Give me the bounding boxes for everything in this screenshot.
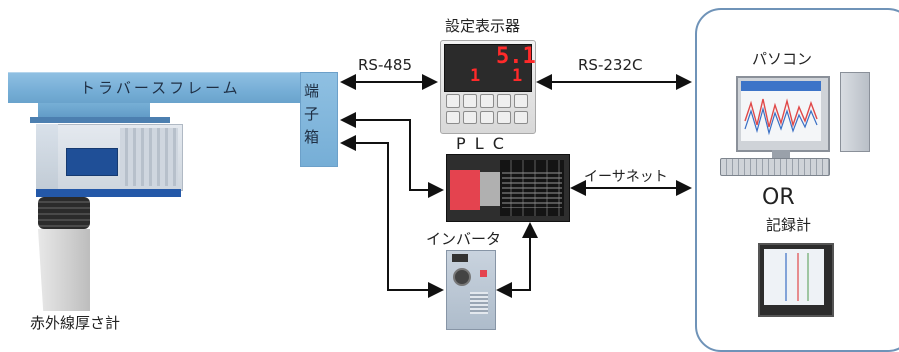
inverter-unit bbox=[446, 250, 496, 330]
inverter-display bbox=[452, 254, 468, 262]
connection-lines bbox=[340, 74, 692, 298]
frame-mount-band bbox=[30, 117, 170, 123]
rs232c-label: RS-232C bbox=[578, 56, 643, 74]
key bbox=[514, 110, 528, 124]
trend-line-red bbox=[744, 98, 818, 128]
key bbox=[463, 94, 477, 108]
terminal-box-label-3: 箱 bbox=[304, 128, 320, 146]
terminal-box-label-2: 子 bbox=[304, 105, 320, 123]
recorder-label: 記録計 bbox=[766, 216, 812, 234]
rs485-label: RS-485 bbox=[358, 56, 412, 74]
gauge-base-strip bbox=[36, 189, 181, 197]
pc-trend-graph bbox=[741, 81, 821, 136]
window-titlebar bbox=[741, 81, 821, 91]
inverter-indicator bbox=[480, 270, 487, 277]
gauge-label: 赤外線厚さ計 bbox=[30, 314, 121, 332]
terminal-to-inverter-connection bbox=[340, 135, 444, 298]
display-upper-value: 5.1 bbox=[496, 44, 536, 69]
traverse-frame-label: トラバースフレーム bbox=[80, 79, 241, 97]
trend-line-blue bbox=[744, 106, 818, 136]
frame-bracket bbox=[38, 100, 150, 120]
measured-sheet bbox=[38, 229, 90, 311]
pc-tower bbox=[840, 72, 870, 152]
plc-power-module bbox=[450, 170, 480, 210]
terminal-box bbox=[300, 72, 338, 167]
plc-terminals bbox=[502, 172, 562, 208]
inverter-knob bbox=[453, 268, 471, 286]
plc-cpu-module bbox=[480, 172, 500, 206]
key bbox=[497, 94, 511, 108]
gauge-housing-side bbox=[36, 124, 58, 189]
key bbox=[480, 94, 494, 108]
recorder-trend-graph bbox=[785, 253, 809, 301]
recorder-screen bbox=[764, 249, 824, 305]
setting-display-screen bbox=[444, 44, 532, 92]
traverse-frame bbox=[8, 72, 306, 103]
key bbox=[446, 94, 460, 108]
key bbox=[497, 110, 511, 124]
key bbox=[446, 110, 460, 124]
key bbox=[480, 110, 494, 124]
setting-display-keypad bbox=[446, 94, 528, 124]
display-lower-value: 1 bbox=[512, 66, 523, 86]
inverter-label: インバータ bbox=[426, 230, 502, 248]
inverter-to-plc-connection bbox=[496, 222, 538, 298]
display-lower-left-value: 1 bbox=[470, 66, 481, 86]
plc-label: P L C bbox=[456, 134, 506, 153]
terminal-box-label-1: 端 bbox=[304, 82, 320, 100]
or-label: OR bbox=[762, 185, 795, 210]
terminal-to-plc-connection bbox=[340, 112, 444, 198]
pc-monitor-stand bbox=[772, 150, 790, 158]
gauge-nameplate bbox=[66, 148, 118, 176]
key bbox=[463, 110, 477, 124]
gauge-cooling-fins bbox=[120, 128, 178, 186]
setting-display-label: 設定表示器 bbox=[445, 17, 521, 35]
sensor-head bbox=[38, 197, 90, 229]
inverter-vent bbox=[470, 292, 488, 314]
key bbox=[514, 94, 528, 108]
pc-keyboard bbox=[720, 158, 830, 176]
pc-label: パソコン bbox=[752, 50, 813, 68]
